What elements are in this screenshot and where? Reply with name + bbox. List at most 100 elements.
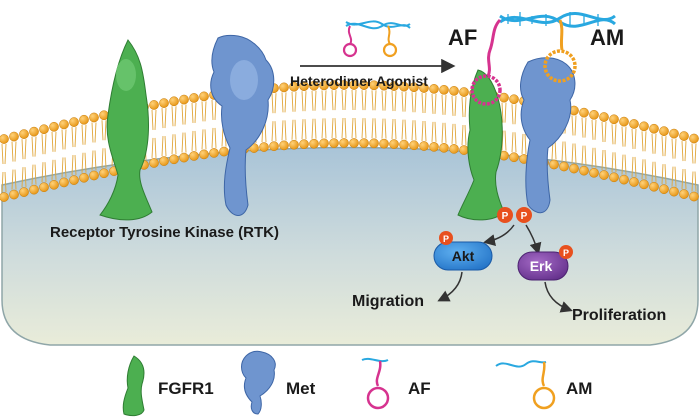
lipid-head [59,177,69,188]
lipid-head [689,133,699,144]
lipid-head [409,140,419,151]
lipid-head [169,154,179,165]
af-aptamer-strand [486,18,502,77]
lipid-head [559,161,569,172]
lipid-head [449,86,459,96]
lipid-head [379,80,389,91]
met-receptor-left [210,34,275,216]
lipid-head [39,124,49,135]
lipid-head [679,131,689,141]
lipid-head [399,81,409,92]
lipid-head [609,172,619,183]
lipid-head [639,121,649,132]
lipid-head [379,138,389,149]
lipid-head [359,138,369,148]
lipid-head [29,126,39,137]
lipid-head [179,94,189,105]
lipid-head [79,114,89,125]
arrow-to-akt [483,224,515,247]
am-aptamer-loop [543,49,577,83]
lipid-head [349,80,359,90]
lipid-head [449,144,459,154]
lipid-head [9,189,19,200]
lipid-head [289,81,299,92]
lipid-head [219,146,229,157]
lipid-head [279,82,289,93]
lipid-head [439,84,449,95]
lipid-head [459,87,469,97]
lipid-head [579,107,589,118]
af-aptamer-loop [470,74,502,106]
lipid-head [419,141,429,151]
legend-label-fgfr1: FGFR1 [158,379,214,398]
lipid-head [679,189,689,199]
lipid-head [69,175,79,185]
lipid-head [329,80,339,90]
lipid-head [419,83,429,93]
lipid-head [269,141,279,152]
lipid-head [309,80,319,91]
legend-item-fgfr1: FGFR1 [122,355,214,417]
lipid-head [49,121,59,132]
lipid-head [409,82,419,93]
lipid-head [19,129,29,139]
lipid-head [19,187,29,197]
lipid-head [639,179,649,190]
lipid-head [29,184,39,195]
lipid-head [189,93,199,103]
phospho-label-2: P [521,211,528,222]
legend: FGFR1 Met AF AM [122,350,592,417]
lipid-head [89,112,99,123]
lipid-head [579,165,589,176]
fgfr1-receptor-left [99,39,153,221]
lipid-head [209,148,219,158]
lipid-head [89,170,99,181]
lipid-head [399,139,409,150]
lipid-head [369,80,379,91]
arrow-to-proliferation [544,281,573,313]
lipid-head [619,174,629,185]
fgfr1-receptor-right [457,69,505,221]
heterodimer-agonist-bound [470,11,617,106]
lipid-head [649,181,659,192]
akt-kinase: Akt P [433,231,493,271]
am-aptamer-icon [532,386,556,410]
lipid-head [499,92,509,103]
fgfr1-protein-icon [122,355,145,417]
lipid-head [149,158,159,168]
lipid-head [259,142,269,152]
lipid-head [429,84,439,94]
lipid-head [159,156,169,166]
lipid-head [429,142,439,152]
lipid-head [599,112,609,122]
lipid-head [199,91,209,102]
legend-label-met: Met [286,379,316,398]
lipid-head [689,191,699,202]
lipid-head [359,80,369,90]
receptor-phospho-sites: P P [497,207,532,223]
lipid-head [39,182,49,193]
lipid-head [589,167,599,178]
lipid-head [309,138,319,149]
lipid-head [589,109,599,120]
lipid-head [339,80,349,90]
af-aptamer-icon [366,386,390,410]
lipid-head [49,179,59,190]
lipid-head [439,142,449,153]
af-top-label: AF [448,25,477,50]
legend-item-af: AF [361,357,431,410]
agonist-arrow-label: Heterodimer Agonist [290,73,428,89]
lipid-head [569,163,579,174]
lipid-head [509,94,519,105]
proliferation-label: Proliferation [572,307,666,324]
erk-phospho: P [563,248,569,258]
migration-label: Migration [352,293,424,310]
lipid-head [59,119,69,130]
lipid-head [349,138,359,148]
lipid-head [629,119,639,129]
lipid-head [79,172,89,183]
lipid-head [299,139,309,150]
legend-label-af: AF [408,379,431,398]
lipid-head [649,123,659,134]
erk-label: Erk [530,258,553,274]
